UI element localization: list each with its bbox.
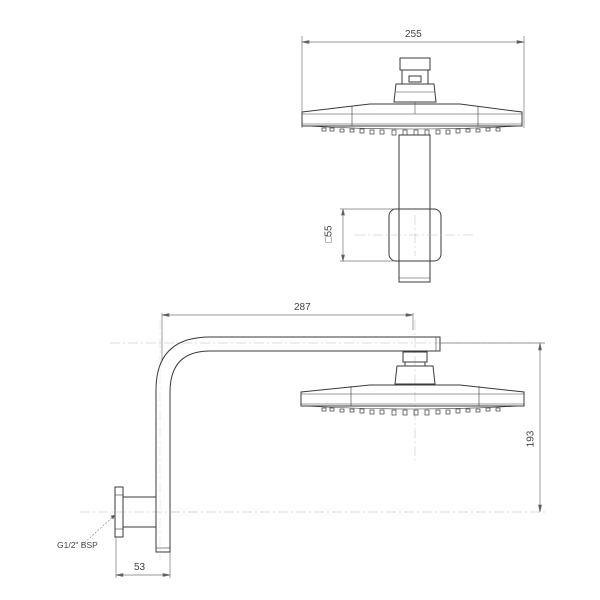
dimension-wall-offset: 53 — [134, 562, 146, 573]
dimension-head-width: 255 — [405, 29, 422, 40]
dimension-arm-square: □55 — [323, 225, 335, 243]
thread-annotation: G1/2" BSP — [57, 540, 98, 550]
top-view — [301, 36, 525, 283]
dimension-height-drop: 193 — [525, 430, 537, 448]
nozzles-side — [321, 407, 501, 416]
side-view — [80, 313, 545, 578]
dimension-arm-reach: 287 — [294, 302, 311, 313]
